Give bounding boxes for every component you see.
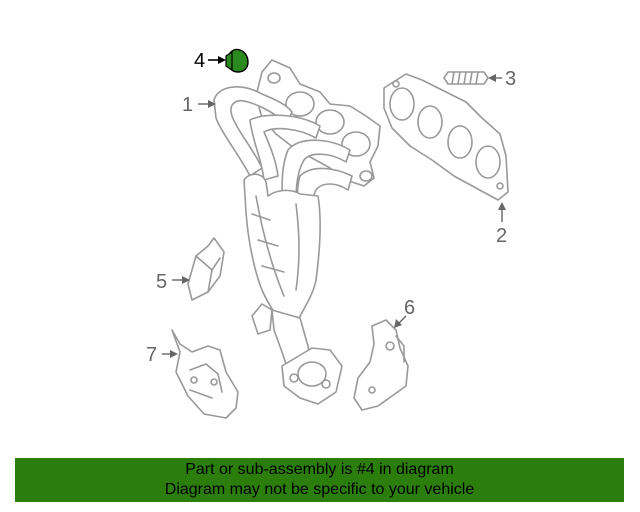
part-5-heat-shield [187, 237, 225, 301]
callout-1: 1 [182, 94, 216, 116]
part-2-gasket [383, 73, 509, 201]
callout-number: 5 [156, 271, 167, 293]
diagram-notice-banner: Part or sub-assembly is #4 in diagram Di… [15, 458, 624, 502]
part-7-heat-shield [171, 329, 239, 419]
banner-disclaimer: Diagram may not be specific to your vehi… [164, 481, 475, 498]
parts-diagram: 1 2 3 4 5 6 7 [146, 48, 516, 419]
callout-3: 3 [488, 68, 516, 90]
callout-number: 7 [146, 344, 157, 366]
part-6-bracket [353, 319, 409, 411]
callout-number: 1 [182, 94, 193, 116]
part-1-exhaust-manifold [213, 59, 381, 405]
callout-4: 4 [194, 50, 226, 72]
callout-number: 3 [505, 68, 516, 90]
callout-number: 6 [404, 297, 415, 319]
callout-number: 4 [194, 50, 205, 72]
callout-5: 5 [156, 271, 190, 293]
callout-number: 2 [496, 225, 507, 247]
part-3-stud [443, 71, 489, 85]
callout-2: 2 [496, 202, 507, 247]
banner-part-note: Part or sub-assembly is #4 in diagram [185, 461, 454, 478]
callout-7: 7 [146, 344, 178, 366]
part-4-nut [225, 48, 249, 73]
callout-6: 6 [394, 297, 415, 328]
